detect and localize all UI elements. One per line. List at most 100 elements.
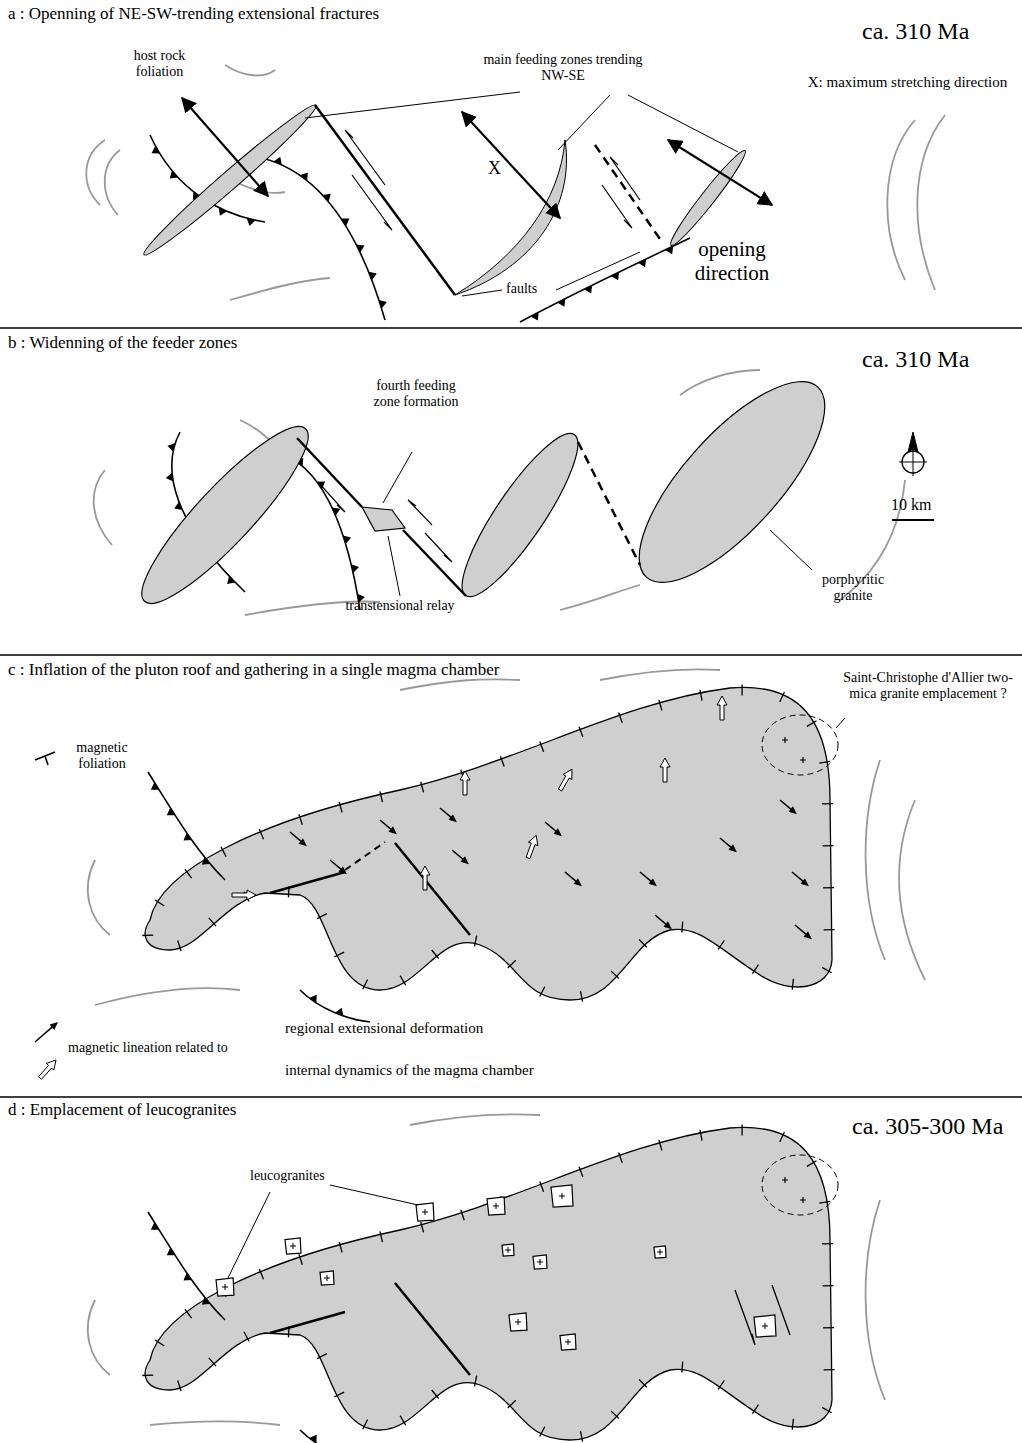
lineation-arrow xyxy=(232,696,812,939)
pluton xyxy=(540,742,544,752)
pluton xyxy=(461,1210,464,1220)
thrust-fault xyxy=(611,272,619,280)
stretching-arrow xyxy=(182,98,772,218)
thrust-fault xyxy=(219,208,227,216)
pluton xyxy=(579,727,583,737)
lineation-arrow xyxy=(800,878,808,886)
leader-line xyxy=(228,1192,270,1278)
pluton xyxy=(244,1332,249,1342)
thrust-fault xyxy=(665,246,673,254)
pluton xyxy=(782,737,806,763)
pluton xyxy=(822,1407,832,1412)
host-rock-foliation xyxy=(899,800,925,980)
pluton xyxy=(819,1201,830,1203)
pluton xyxy=(822,1243,833,1244)
host-rock-foliation xyxy=(560,585,640,610)
lineation-arrow xyxy=(298,838,306,846)
fault-line xyxy=(602,185,632,228)
fault-line xyxy=(297,438,640,596)
lineation-arrow xyxy=(420,866,430,890)
panel-heading: d : Emplacement of leucogranites xyxy=(8,1100,236,1119)
thrust-fault xyxy=(323,194,331,202)
pluton xyxy=(639,939,647,947)
pluton xyxy=(145,687,832,1000)
pluton xyxy=(334,952,344,957)
pluton xyxy=(718,1380,724,1389)
pluton xyxy=(500,756,504,766)
north-arrow xyxy=(899,432,927,476)
legend-sample xyxy=(45,756,48,765)
pluton xyxy=(792,1419,793,1430)
pluton xyxy=(270,872,345,893)
leucogranite xyxy=(502,1244,514,1256)
stretching-arrow xyxy=(668,140,772,205)
leader-line xyxy=(305,92,520,118)
host-rock-foliation xyxy=(105,150,120,215)
thrust-fault xyxy=(584,285,592,293)
leucogranite xyxy=(551,1185,573,1207)
leucogranite xyxy=(537,1259,543,1265)
pluton xyxy=(395,843,470,935)
thrust-fault xyxy=(638,259,646,267)
pluton xyxy=(824,929,835,930)
scale-label: 10 km xyxy=(891,496,931,514)
leucogranite xyxy=(416,1203,434,1221)
thrust-fault xyxy=(343,535,351,544)
pluton xyxy=(400,976,406,985)
leucogranite xyxy=(559,1193,565,1199)
axis-label: X xyxy=(488,158,501,178)
pluton xyxy=(659,700,662,711)
lineation-arrow xyxy=(526,835,538,858)
pluton xyxy=(752,1405,758,1414)
pluton xyxy=(309,995,317,1003)
pluton xyxy=(209,1358,216,1366)
feature-label: host rock foliation xyxy=(112,48,207,79)
fault-line xyxy=(735,1285,790,1345)
feeder-zone xyxy=(124,410,326,621)
pluton xyxy=(824,1369,835,1370)
pluton xyxy=(400,1416,406,1425)
pluton xyxy=(540,987,545,997)
leucogranite xyxy=(216,1278,234,1296)
leader-line xyxy=(628,95,738,152)
panel-separator xyxy=(0,327,1022,329)
pluton xyxy=(432,950,439,959)
legend-text: regional extensional deformation xyxy=(285,1020,483,1037)
pluton xyxy=(508,960,516,968)
feature-label: faults xyxy=(506,281,537,297)
pluton xyxy=(822,967,832,972)
thrust-fault xyxy=(531,312,539,320)
stretching-arrow xyxy=(462,112,560,218)
thrust-fault xyxy=(170,171,178,179)
pluton xyxy=(299,1254,302,1264)
legend-note: X: maximum stretching direction xyxy=(800,74,1015,91)
leucogranite xyxy=(754,1315,776,1337)
pluton xyxy=(579,1167,583,1177)
leucogranite xyxy=(285,1238,301,1254)
pluton xyxy=(741,684,742,695)
leader-line xyxy=(383,452,412,503)
lineation-arrow xyxy=(460,856,468,864)
fault-line xyxy=(735,1290,755,1345)
lineation-arrow xyxy=(338,866,346,874)
pluton xyxy=(309,1435,317,1443)
pluton xyxy=(288,886,290,897)
pluton xyxy=(619,712,623,722)
host-rock-foliation xyxy=(680,370,760,395)
leader-line xyxy=(462,290,502,296)
thrust-fault xyxy=(557,299,565,307)
leader-line xyxy=(383,452,812,596)
pluton xyxy=(288,1326,290,1337)
leader-line xyxy=(556,252,640,290)
pluton xyxy=(432,1390,439,1399)
lineation-arrow xyxy=(648,878,656,886)
fault-line xyxy=(297,438,362,507)
leader-line xyxy=(388,536,400,596)
pluton xyxy=(142,934,153,936)
pluton xyxy=(823,1327,834,1328)
pluton xyxy=(317,1354,327,1359)
leucogranite xyxy=(493,1203,499,1209)
pluton xyxy=(151,782,159,790)
panel-heading: a : Openning of NE-SW-trending extension… xyxy=(8,4,379,23)
pluton xyxy=(259,829,263,839)
